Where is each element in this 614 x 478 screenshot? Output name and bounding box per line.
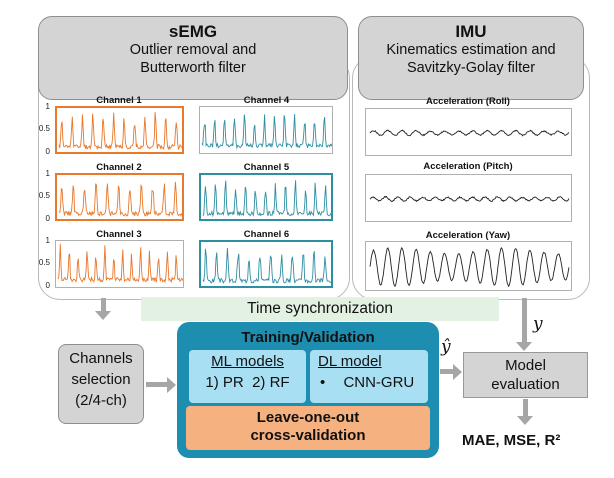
channel-5-plot bbox=[199, 173, 333, 221]
imu-header: IMU Kinematics estimation and Savitzky-G… bbox=[358, 16, 584, 100]
y-label: y bbox=[533, 314, 543, 334]
channel-3-plot bbox=[55, 240, 184, 288]
acc-pitch-title: Acceleration (Pitch) bbox=[423, 161, 513, 172]
imu-subtitle-line2: Savitzky-Golay filter bbox=[406, 60, 536, 76]
arrow-semg-down-shaft bbox=[101, 298, 106, 312]
imu-waveform bbox=[369, 195, 570, 203]
semg-subtitle-line1: Outlier removal and bbox=[129, 42, 257, 58]
channel-6-title: Channel 6 bbox=[243, 229, 290, 240]
leave-one-out-line2: cross-validation bbox=[250, 427, 366, 444]
channel-2-title: Channel 2 bbox=[96, 162, 142, 173]
channel-1-plot bbox=[55, 106, 184, 154]
arrow-imu-down-shaft bbox=[522, 298, 527, 343]
ch1-ytick-0: 0 bbox=[45, 147, 50, 156]
arrow-to-metrics-head bbox=[517, 416, 533, 425]
emg-waveform bbox=[202, 180, 331, 218]
arrow-to-eval-head bbox=[453, 364, 462, 380]
model-evaluation-line2: evaluation bbox=[491, 376, 560, 393]
dl-model-items: CNN-GRU bbox=[343, 374, 415, 391]
ch2-ytick-05: 0.5 bbox=[38, 191, 50, 200]
channel-4-plot bbox=[199, 106, 333, 154]
model-evaluation-box: Model evaluation bbox=[463, 352, 588, 398]
model-evaluation-line1: Model bbox=[505, 357, 546, 374]
ml-models-items: 1) PR 2) RF bbox=[205, 374, 290, 391]
ch2-ytick-0: 0 bbox=[45, 214, 50, 223]
dl-model-title: DL model bbox=[318, 353, 382, 370]
arrow-to-training-head bbox=[167, 377, 176, 393]
ch1-ytick-05: 0.5 bbox=[38, 124, 50, 133]
ml-models-box: ML models 1) PR 2) RF bbox=[189, 350, 306, 403]
arrow-to-training-shaft bbox=[146, 382, 168, 387]
yhat-label: ŷ bbox=[441, 337, 451, 357]
channels-selection-line2: selection bbox=[71, 371, 131, 388]
time-sync-label: Time synchronization bbox=[247, 300, 393, 317]
metrics-label: MAE, MSE, R² bbox=[462, 432, 561, 449]
emg-waveform bbox=[58, 181, 182, 217]
arrow-imu-down-head bbox=[516, 342, 532, 351]
acc-pitch-plot bbox=[365, 174, 572, 222]
dl-bullet: • bbox=[320, 374, 326, 391]
emg-waveform bbox=[201, 113, 332, 150]
ch3-ytick-0: 0 bbox=[45, 281, 50, 290]
channels-selection-box: Channels selection (2/4-ch) bbox=[58, 344, 144, 424]
channels-selection-line1: Channels bbox=[69, 350, 133, 367]
semg-title: sEMG bbox=[168, 22, 218, 41]
imu-title: IMU bbox=[455, 22, 487, 41]
acc-roll-plot bbox=[365, 108, 572, 156]
semg-header: sEMG Outlier removal and Butterworth fil… bbox=[38, 16, 348, 100]
emg-waveform bbox=[57, 243, 183, 284]
ch3-ytick-1: 1 bbox=[45, 236, 50, 245]
acc-yaw-plot bbox=[365, 241, 572, 291]
imu-waveform bbox=[369, 129, 570, 137]
semg-subtitle-line2: Butterworth filter bbox=[140, 60, 246, 76]
arrow-to-metrics-shaft bbox=[523, 399, 528, 418]
imu-waveform bbox=[369, 246, 570, 288]
channel-3-title: Channel 3 bbox=[96, 229, 142, 240]
ch1-ytick-1: 1 bbox=[45, 102, 50, 111]
channel-2-plot bbox=[55, 173, 184, 221]
dl-model-list: • CNN-GRU bbox=[320, 374, 428, 391]
acc-yaw-title: Acceleration (Yaw) bbox=[425, 230, 511, 241]
arrow-to-eval-shaft bbox=[440, 369, 454, 374]
leave-one-out-box: Leave-one-out cross-validation bbox=[186, 406, 430, 450]
channel-5-title: Channel 5 bbox=[243, 162, 290, 173]
acc-roll-title: Acceleration (Roll) bbox=[426, 96, 510, 107]
channel-6-plot bbox=[199, 240, 333, 288]
channel-1-title: Channel 1 bbox=[96, 95, 142, 106]
ch3-ytick-05: 0.5 bbox=[38, 258, 50, 267]
leave-one-out-line1: Leave-one-out bbox=[256, 409, 360, 426]
emg-waveform bbox=[58, 112, 182, 151]
training-validation-title: Training/Validation bbox=[241, 329, 375, 346]
arrow-semg-down-head bbox=[95, 311, 111, 320]
channels-selection-line3: (2/4-ch) bbox=[75, 392, 127, 409]
ml-models-title: ML models bbox=[211, 353, 284, 370]
time-sync-bar bbox=[141, 297, 499, 321]
ch2-ytick-1: 1 bbox=[45, 169, 50, 178]
channel-4-title: Channel 4 bbox=[243, 95, 290, 106]
emg-waveform bbox=[202, 247, 331, 285]
imu-subtitle-line1: Kinematics estimation and bbox=[386, 42, 556, 58]
dl-model-box: DL model • CNN-GRU bbox=[310, 350, 428, 403]
